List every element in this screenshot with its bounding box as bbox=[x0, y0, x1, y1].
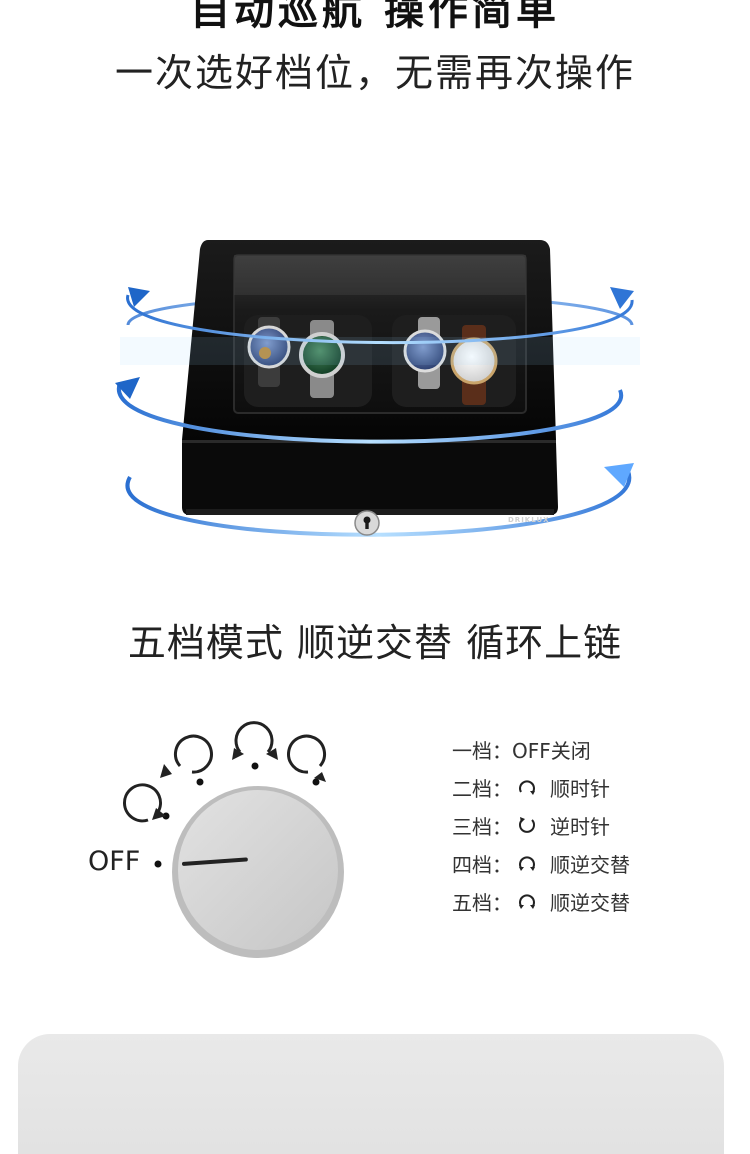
mode-row-3: 三档： 逆时针 bbox=[452, 806, 732, 844]
mode-row-1: 一档： OFF关闭 bbox=[452, 730, 732, 768]
mode-level: 四档： bbox=[452, 852, 512, 877]
mode-row-4: 四档： 顺逆交替 bbox=[452, 844, 732, 882]
watch-winder-illustration bbox=[115, 240, 640, 537]
mode-row-5: 五档： 顺逆交替 bbox=[452, 882, 732, 920]
mode-level: 二档： bbox=[452, 776, 512, 801]
section-heading: 自动巡航 操作简单 bbox=[190, 0, 560, 34]
mode-desc: 顺逆交替 bbox=[550, 852, 630, 877]
rotate-clockwise-icon bbox=[516, 776, 546, 798]
mode-desc: 逆时针 bbox=[550, 814, 610, 839]
rotate-counterclockwise-icon bbox=[516, 814, 546, 836]
dial-off-label: OFF bbox=[88, 846, 141, 877]
keyhole-icon bbox=[354, 510, 380, 536]
section-subheading: 一次选好档位，无需再次操作 bbox=[114, 51, 635, 95]
mode-list: 一档： OFF关闭 二档： 顺时针 三档： 逆时针 四档： 顺逆交替 五档： 顺… bbox=[452, 730, 732, 920]
mode-row-2: 二档： 顺时针 bbox=[452, 768, 732, 806]
mode-level: 一档： bbox=[452, 738, 512, 763]
mode-desc: OFF关闭 bbox=[512, 738, 591, 763]
mode-desc: 顺逆交替 bbox=[550, 890, 630, 915]
rotate-bidirectional-icon bbox=[516, 890, 546, 912]
rotate-bidirectional-icon bbox=[516, 852, 546, 874]
mode-level: 五档： bbox=[452, 890, 512, 915]
next-section-card bbox=[18, 1034, 724, 1154]
mode-desc: 顺时针 bbox=[550, 776, 610, 801]
brand-logo-text: DRIKLUX bbox=[508, 516, 550, 524]
mode-dial-illustration bbox=[123, 721, 344, 958]
features-line: 五档模式 顺逆交替 循环上链 bbox=[127, 621, 623, 665]
mode-level: 三档： bbox=[452, 814, 512, 839]
